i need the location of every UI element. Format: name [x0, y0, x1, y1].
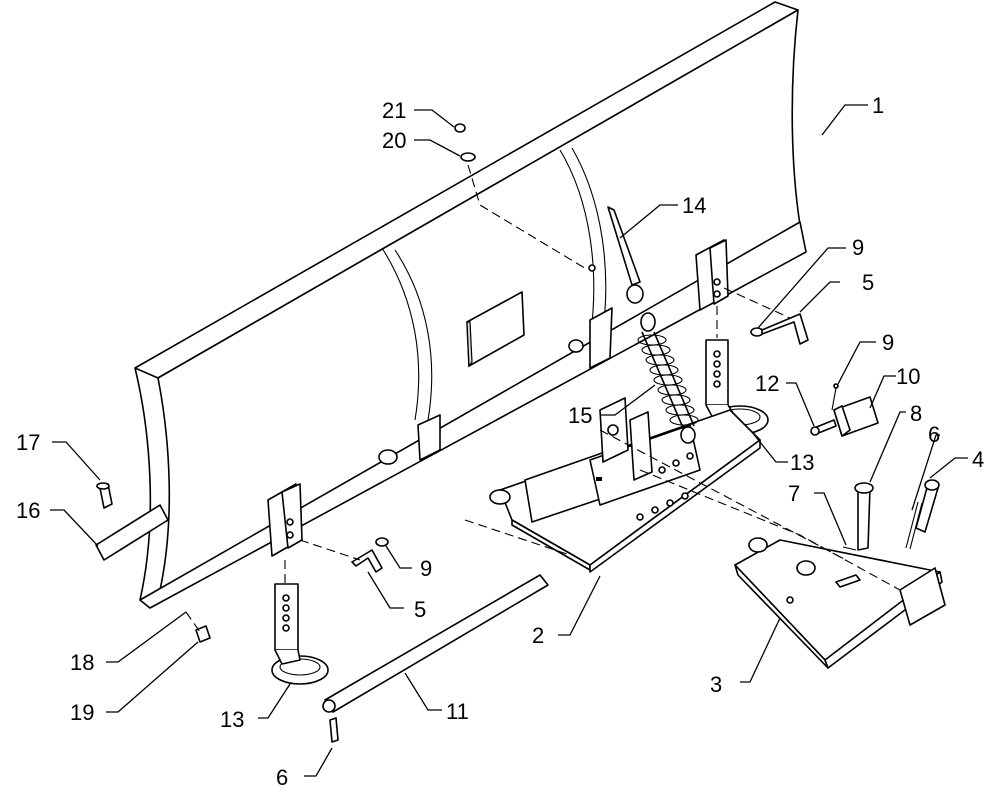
svg-text:11: 11	[446, 699, 469, 724]
svg-text:1: 1	[872, 93, 884, 118]
callout-16: 16	[16, 498, 99, 547]
shoe-mount-left	[267, 483, 303, 557]
callout-4: 4	[929, 447, 984, 479]
svg-text:6: 6	[928, 422, 940, 447]
callout-11: 11	[404, 672, 469, 724]
callout-5-upper: 5	[799, 270, 874, 313]
callout-6-lower: 6	[276, 747, 333, 790]
nut-21	[454, 123, 466, 133]
pin-8	[854, 482, 874, 551]
callout-12: 12	[755, 371, 815, 427]
callout-7: 7	[788, 481, 847, 546]
a-frame	[489, 397, 761, 573]
svg-text:16: 16	[16, 498, 40, 523]
svg-text:21: 21	[382, 98, 406, 123]
callout-8: 8	[869, 401, 922, 483]
svg-text:12: 12	[755, 371, 779, 396]
pin-4	[915, 479, 940, 533]
svg-text:10: 10	[896, 364, 920, 389]
callout-14: 14	[619, 193, 706, 239]
svg-text:18: 18	[70, 650, 94, 675]
callout-17: 17	[16, 430, 101, 481]
shoe-mount-right	[695, 239, 729, 311]
svg-text:14: 14	[682, 193, 706, 218]
svg-text:17: 17	[16, 430, 40, 455]
callout-6-right: 6	[911, 422, 940, 511]
svg-text:7: 7	[788, 481, 800, 506]
clevis-10	[833, 396, 879, 437]
mount-plate	[734, 537, 946, 669]
svg-text:4: 4	[972, 447, 984, 472]
tension-spring	[637, 312, 699, 444]
svg-text:2: 2	[532, 623, 544, 648]
svg-text:9: 9	[852, 235, 864, 260]
pin-9-left	[375, 537, 389, 547]
svg-text:6: 6	[276, 765, 288, 790]
callout-20: 20	[382, 128, 461, 157]
callout-1: 1	[821, 93, 884, 136]
callout-5-lower: 5	[367, 571, 426, 622]
svg-text:20: 20	[382, 128, 406, 153]
callout-9-right: 9	[837, 330, 894, 385]
skid-shoe-left	[271, 583, 329, 685]
cotter-pin-6-right	[905, 501, 923, 550]
washer-20	[460, 152, 476, 162]
callout-10: 10	[869, 364, 920, 409]
callout-21: 21	[382, 98, 455, 128]
callout-9-upper: 9	[757, 235, 864, 329]
callout-2: 2	[532, 575, 601, 648]
callout-9-left: 9	[385, 545, 432, 581]
svg-text:9: 9	[420, 556, 432, 581]
callout-13-right: 13	[751, 431, 814, 475]
plow-blade	[95, 1, 807, 609]
callout-13-left: 13	[220, 683, 291, 732]
nut-19	[195, 625, 211, 643]
callout-18: 18	[70, 611, 187, 675]
svg-text:9: 9	[882, 330, 894, 355]
pin-5-upper	[761, 313, 809, 345]
pin-12	[810, 419, 837, 436]
bolt-17	[96, 482, 113, 509]
callout-3: 3	[710, 617, 781, 697]
pivot-rod	[322, 574, 549, 713]
svg-text:3: 3	[710, 672, 722, 697]
svg-text:13: 13	[220, 707, 244, 732]
svg-text:8: 8	[910, 401, 922, 426]
callout-19: 19	[70, 641, 199, 725]
assembly-lines	[185, 164, 901, 633]
svg-text:5: 5	[862, 270, 874, 295]
callout-15: 15	[568, 384, 656, 428]
bolt-6-lower	[329, 717, 339, 743]
pin-9-right	[831, 383, 839, 411]
a-frame-holes	[636, 452, 694, 521]
cotter-pin-7	[842, 546, 857, 551]
svg-text:19: 19	[70, 700, 94, 725]
spring-hook	[607, 206, 644, 304]
pin-5-left	[351, 549, 383, 573]
svg-text:5: 5	[414, 597, 426, 622]
svg-text:13: 13	[790, 450, 814, 475]
svg-text:15: 15	[568, 403, 592, 428]
